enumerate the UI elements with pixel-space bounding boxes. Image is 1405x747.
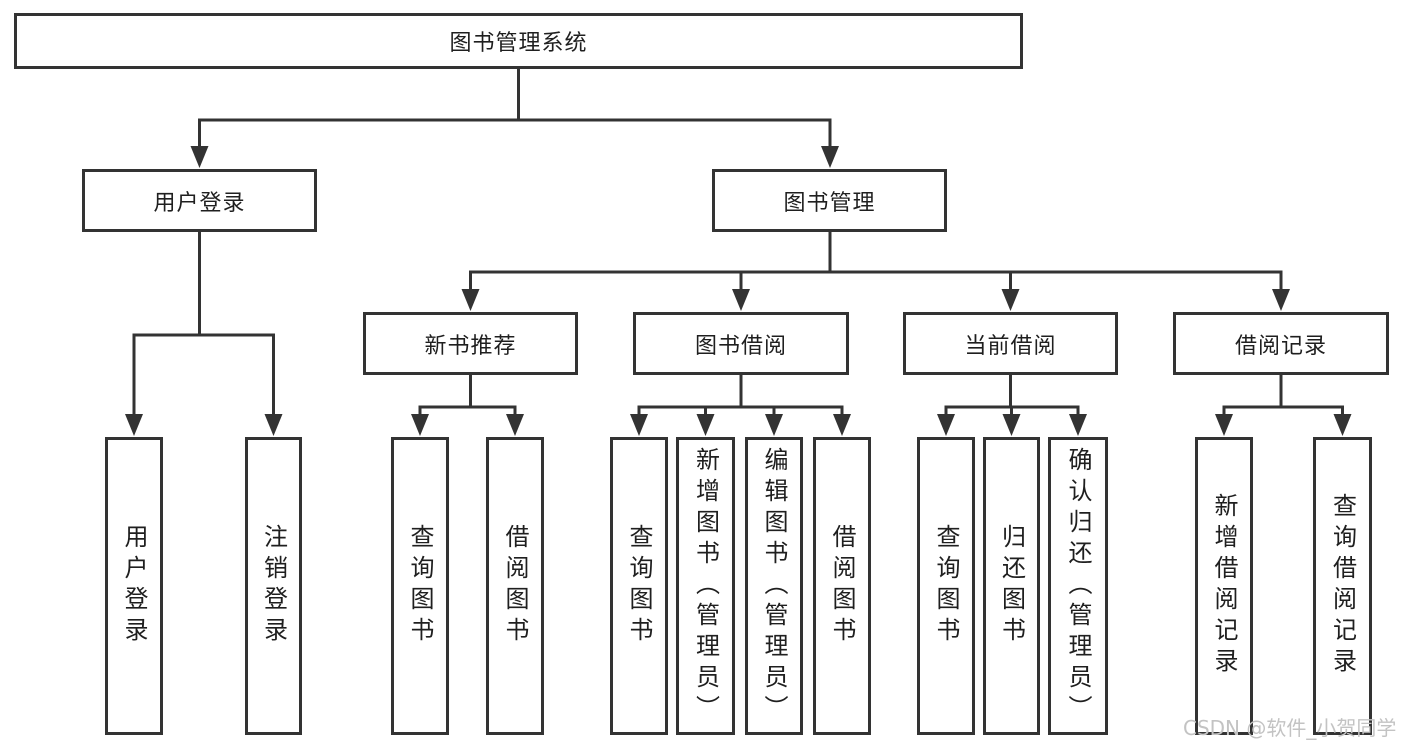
arrow-down-icon <box>833 414 851 436</box>
node-leaf-recommend-borrow-books: 借阅图书 <box>486 437 544 735</box>
node-user-login: 用户登录 <box>82 169 317 232</box>
node-root-label: 图书管理系统 <box>449 31 588 56</box>
node-current-borrowing-label: 当前借阅 <box>964 333 1057 359</box>
node-borrow-records-label: 借阅记录 <box>1234 333 1327 359</box>
node-leaf-current-query-books-label: 查询图书 <box>932 524 960 648</box>
arrow-down-icon <box>190 146 209 168</box>
node-leaf-add-books-admin: 新增图书（管理员） <box>676 437 735 735</box>
node-leaf-query-borrow-record: 查询借阅记录 <box>1313 437 1372 735</box>
node-leaf-edit-books-admin-label: 编辑图书（管理员） <box>760 446 788 726</box>
node-borrow-records: 借阅记录 <box>1173 312 1389 375</box>
arrow-down-icon <box>1069 414 1087 436</box>
arrow-down-icon <box>1333 414 1352 436</box>
node-leaf-query-borrow-record-label: 查询借阅记录 <box>1328 493 1357 679</box>
arrow-down-icon <box>264 414 283 436</box>
node-current-borrowing: 当前借阅 <box>903 312 1118 375</box>
node-leaf-logout-label: 注销登录 <box>259 524 288 648</box>
arrow-down-icon <box>1272 289 1290 311</box>
arrow-down-icon <box>461 289 480 311</box>
node-leaf-add-borrow-record-label: 新增借阅记录 <box>1210 493 1238 679</box>
arrow-down-icon <box>765 414 783 436</box>
arrow-down-icon <box>506 414 524 436</box>
node-leaf-return-books-label: 归还图书 <box>997 524 1026 648</box>
node-root: 图书管理系统 <box>14 13 1023 69</box>
node-leaf-return-books: 归还图书 <box>983 437 1040 735</box>
node-leaf-recommend-borrow-books-label: 借阅图书 <box>501 524 529 648</box>
node-leaf-recommend-query-books: 查询图书 <box>391 437 449 735</box>
arrow-down-icon <box>411 414 429 436</box>
node-book-borrowing-label: 图书借阅 <box>694 333 787 359</box>
node-leaf-borrowing-query-books: 查询图书 <box>610 437 668 735</box>
node-leaf-user-login-action-label: 用户登录 <box>120 524 148 648</box>
node-book-borrowing: 图书借阅 <box>633 312 849 375</box>
arrow-down-icon <box>732 289 750 311</box>
arrow-down-icon <box>696 414 715 436</box>
arrow-down-icon <box>125 414 143 436</box>
node-leaf-logout: 注销登录 <box>245 437 302 735</box>
arrow-down-icon <box>937 414 955 436</box>
node-leaf-confirm-return-admin: 确认归还（管理员） <box>1048 437 1108 735</box>
arrow-down-icon <box>1215 414 1233 436</box>
node-leaf-add-borrow-record: 新增借阅记录 <box>1195 437 1253 735</box>
node-leaf-borrow-books: 借阅图书 <box>813 437 871 735</box>
node-new-book-recommend-label: 新书推荐 <box>424 333 517 359</box>
arrow-down-icon <box>1001 289 1020 311</box>
arrow-down-icon <box>1002 414 1021 436</box>
arrow-down-icon <box>821 146 839 168</box>
watermark: CSDN @软件_小贺同学 <box>1183 716 1397 740</box>
node-leaf-edit-books-admin: 编辑图书（管理员） <box>745 437 803 735</box>
node-leaf-current-query-books: 查询图书 <box>917 437 975 735</box>
node-book-management: 图书管理 <box>712 169 947 232</box>
node-leaf-borrowing-query-books-label: 查询图书 <box>625 524 653 648</box>
node-leaf-add-books-admin-label: 新增图书（管理员） <box>691 446 720 726</box>
node-user-login-label: 用户登录 <box>153 190 246 216</box>
node-new-book-recommend: 新书推荐 <box>363 312 578 375</box>
node-leaf-recommend-query-books-label: 查询图书 <box>406 524 434 648</box>
node-leaf-confirm-return-admin-label: 确认归还（管理员） <box>1064 446 1092 726</box>
node-book-management-label: 图书管理 <box>783 190 876 216</box>
arrow-down-icon <box>630 414 648 436</box>
node-leaf-borrow-books-label: 借阅图书 <box>828 524 856 648</box>
node-leaf-user-login-action: 用户登录 <box>105 437 163 735</box>
